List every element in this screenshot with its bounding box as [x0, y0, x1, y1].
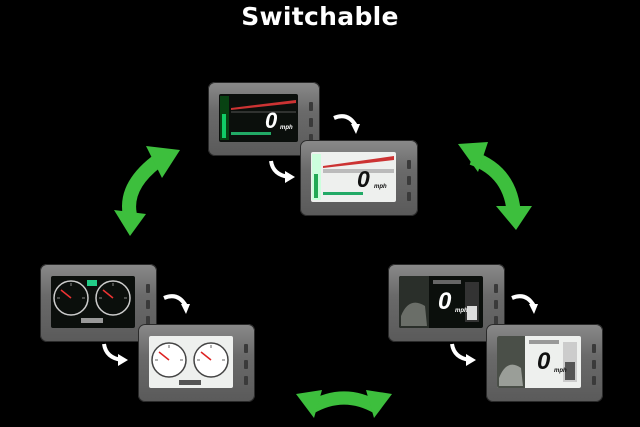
- speed-unit: mph: [374, 184, 387, 190]
- speed-value: 0: [537, 348, 551, 375]
- display-left-back[interactable]: [138, 324, 255, 402]
- switch-arrow-icon: [269, 160, 295, 183]
- side-buttons[interactable]: [591, 344, 597, 392]
- screen-dark-camera: 0 mph: [399, 276, 483, 328]
- display-left-front[interactable]: [40, 264, 157, 342]
- screen-dark-gauges: [51, 276, 135, 328]
- switch-arrow-icon: [102, 343, 128, 366]
- display-right-front[interactable]: 0 mph: [388, 264, 505, 342]
- display-top-front[interactable]: 0 mph: [208, 82, 320, 156]
- switch-arrow-icon: [511, 294, 538, 314]
- vehicle-view: [399, 276, 479, 328]
- screen-light-camera: 0 mph: [497, 336, 581, 388]
- tachometer-bar: [312, 154, 394, 200]
- speed-unit: mph: [554, 368, 567, 374]
- speed-unit: mph: [455, 308, 468, 314]
- speed-value: 0: [438, 288, 452, 315]
- side-buttons[interactable]: [145, 284, 151, 332]
- speed-value: 0: [265, 108, 278, 133]
- side-buttons[interactable]: [243, 344, 249, 392]
- speed-unit: mph: [280, 125, 293, 131]
- switch-arrow-icon: [333, 114, 360, 134]
- vehicle-view: [497, 336, 577, 388]
- display-right-back[interactable]: 0 mph: [486, 324, 603, 402]
- side-buttons[interactable]: [308, 102, 314, 150]
- switch-arrow-icon: [450, 343, 476, 366]
- cycle-arrow-left-icon: [114, 146, 180, 236]
- switch-arrow-icon: [163, 294, 190, 314]
- analog-gauges: [151, 342, 229, 385]
- screen-light-gauges: [149, 336, 233, 388]
- analog-gauges: [53, 280, 131, 323]
- side-buttons[interactable]: [406, 160, 412, 208]
- speed-value: 0: [357, 166, 370, 192]
- screen-light-digital: 0 mph: [311, 152, 396, 202]
- page-title: Switchable: [241, 2, 399, 31]
- cycle-arrow-bottom-icon: [296, 390, 392, 418]
- display-top-back[interactable]: 0 mph: [300, 140, 418, 216]
- side-buttons[interactable]: [493, 284, 499, 332]
- screen-dark-digital: 0 mph: [219, 94, 298, 142]
- cycle-arrow-right-icon: [458, 142, 532, 230]
- tachometer-bar: [220, 96, 296, 140]
